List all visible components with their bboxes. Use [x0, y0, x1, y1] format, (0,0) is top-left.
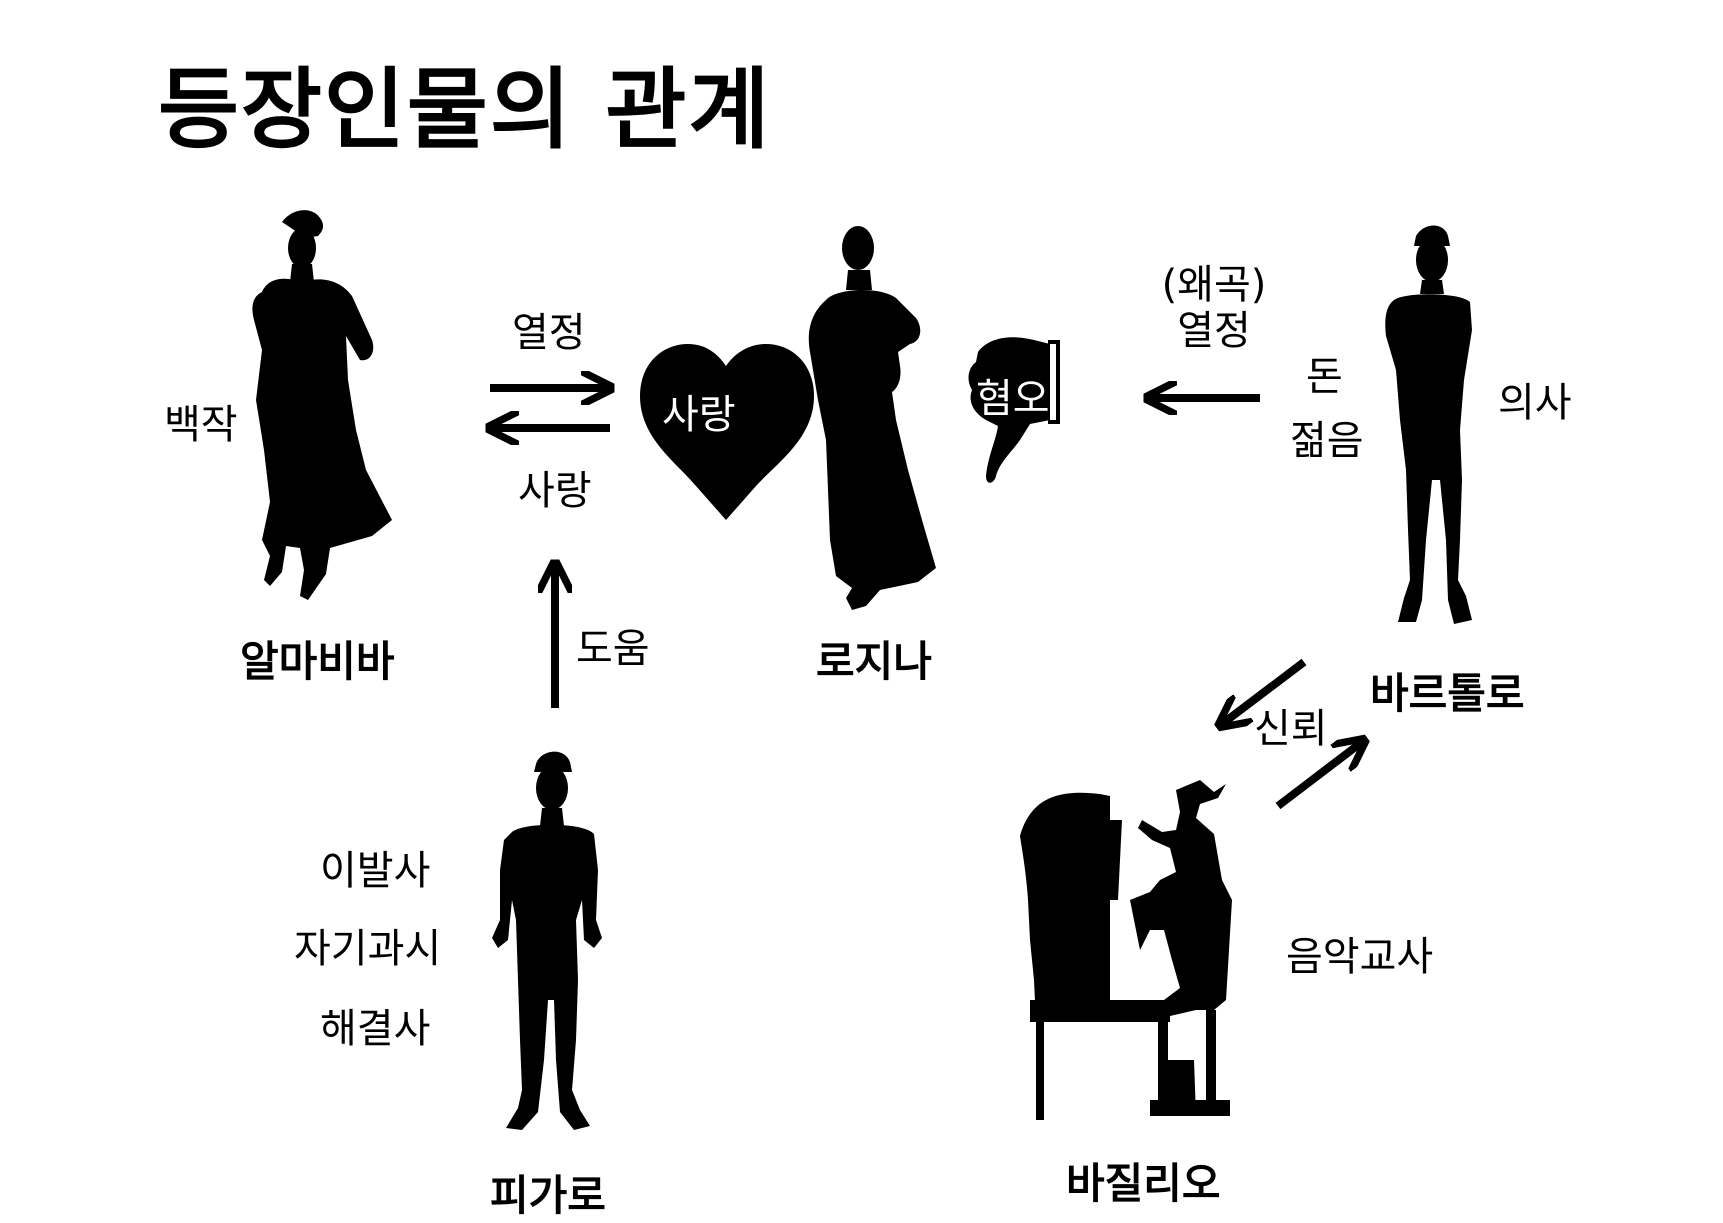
rosina-name: 로지나 [816, 637, 932, 686]
page-title: 등장인물의 관계 [158, 58, 772, 161]
almaviva-silhouette [252, 210, 392, 600]
figaro-trait-barber: 이발사 [320, 848, 431, 894]
label-youth: 젊음 [1290, 418, 1364, 464]
basilio-trait: 음악교사 [1286, 934, 1434, 980]
rosina-silhouette [808, 226, 936, 610]
heart-icon [640, 344, 814, 520]
bartolo-silhouette [1385, 225, 1472, 624]
figaro-name: 피가로 [490, 1171, 606, 1220]
label-money: 돈 [1306, 354, 1343, 400]
label-distorted-passion: (왜곡) 열정 [1154, 262, 1274, 354]
bartolo-trait: 의사 [1498, 380, 1572, 426]
label-rosina-love: 사랑 [518, 468, 592, 514]
figaro-silhouette [492, 751, 602, 1130]
basilio-piano-silhouette [1020, 780, 1232, 1120]
label-passion: 열정 [1177, 308, 1251, 354]
almaviva-name: 알마비바 [240, 637, 395, 686]
thumbs-down-icon [968, 337, 1060, 483]
almaviva-trait: 백작 [164, 402, 238, 448]
label-almaviva-passion: 열정 [512, 310, 586, 356]
figaro-trait-fixer: 해결사 [320, 1006, 431, 1052]
label-distorted: (왜곡) [1161, 262, 1267, 308]
arrow-bartolo-to-basilio [1222, 658, 1307, 724]
label-trust: 신뢰 [1254, 706, 1328, 752]
bartolo-name: 바르톨로 [1370, 669, 1525, 718]
basilio-name: 바질리오 [1066, 1159, 1221, 1208]
figaro-trait-showoff: 자기과시 [294, 926, 442, 972]
arrow-basilio-to-bartolo [1275, 742, 1362, 810]
heart-label: 사랑 [662, 392, 736, 438]
dislike-label: 혐오 [976, 376, 1050, 422]
label-figaro-help: 도움 [576, 626, 650, 672]
